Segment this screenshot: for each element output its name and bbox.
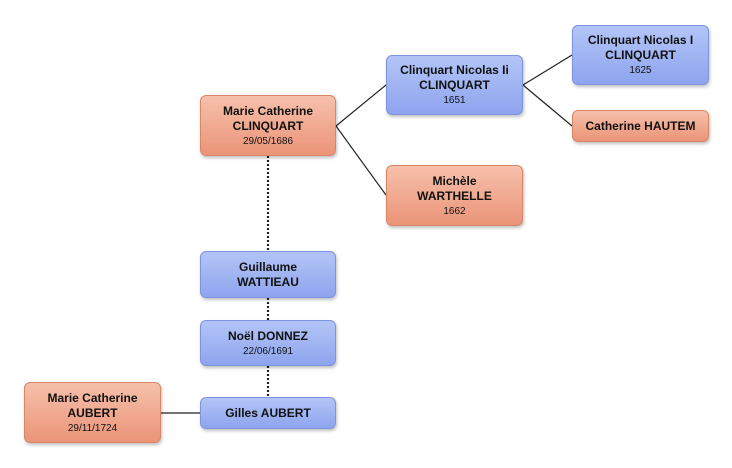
person-full-name: Gilles AUBERT xyxy=(225,405,311,420)
person-date: 29/05/1686 xyxy=(242,135,294,147)
person-noel-donnez[interactable]: Noël DONNEZ 22/06/1691 xyxy=(200,320,336,366)
person-last-name: AUBERT xyxy=(67,405,118,420)
person-last-name: CLINQUART xyxy=(232,118,304,133)
person-full-name: Catherine HAUTEM xyxy=(585,118,696,133)
person-full-name: Noël DONNEZ xyxy=(227,328,308,343)
person-last-name: CLINQUART xyxy=(605,48,676,62)
person-catherine-hautem[interactable]: Catherine HAUTEM xyxy=(572,110,709,142)
person-clinquart-nicolas-ii[interactable]: Clinquart Nicolas Ii CLINQUART 1651 xyxy=(386,55,523,115)
person-marie-catherine-aubert[interactable]: Marie Catherine AUBERT 29/11/1724 xyxy=(24,382,161,443)
person-date: 22/06/1691 xyxy=(242,345,294,357)
person-last-name: WARTHELLE xyxy=(417,188,492,203)
person-guillaume-wattieau[interactable]: Guillaume WATTIEAU xyxy=(200,251,336,298)
person-date: 1625 xyxy=(629,65,652,76)
person-clinquart-nicolas-i[interactable]: Clinquart Nicolas I CLINQUART 1625 xyxy=(572,25,709,85)
link-nicolas-ii-to-hautem xyxy=(522,84,573,127)
person-first-name: Clinquart Nicolas Ii xyxy=(400,63,509,77)
link-marie-catherine-to-warthelle xyxy=(335,125,387,196)
person-date: 1662 xyxy=(443,205,466,217)
person-first-name: Marie Catherine xyxy=(222,103,314,118)
person-first-name: Marie Catherine xyxy=(47,390,138,405)
link-marie-catherine-to-nicolas-ii xyxy=(335,84,387,127)
person-first-name: Michèle xyxy=(432,173,477,188)
person-michele-warthelle[interactable]: Michèle WARTHELLE 1662 xyxy=(386,165,523,226)
person-first-name: Guillaume xyxy=(238,259,297,274)
person-date: 1651 xyxy=(443,95,466,106)
link-nicolas-ii-to-nicolas-i xyxy=(522,54,573,86)
parent-links xyxy=(161,54,573,414)
person-last-name: CLINQUART xyxy=(419,78,490,92)
person-gilles-aubert[interactable]: Gilles AUBERT xyxy=(200,397,336,429)
person-first-name: Clinquart Nicolas I xyxy=(587,33,694,47)
person-marie-catherine-clinquart[interactable]: Marie Catherine CLINQUART 29/05/1686 xyxy=(200,95,336,156)
person-last-name: WATTIEAU xyxy=(237,274,299,289)
person-date: 29/11/1724 xyxy=(67,422,118,434)
